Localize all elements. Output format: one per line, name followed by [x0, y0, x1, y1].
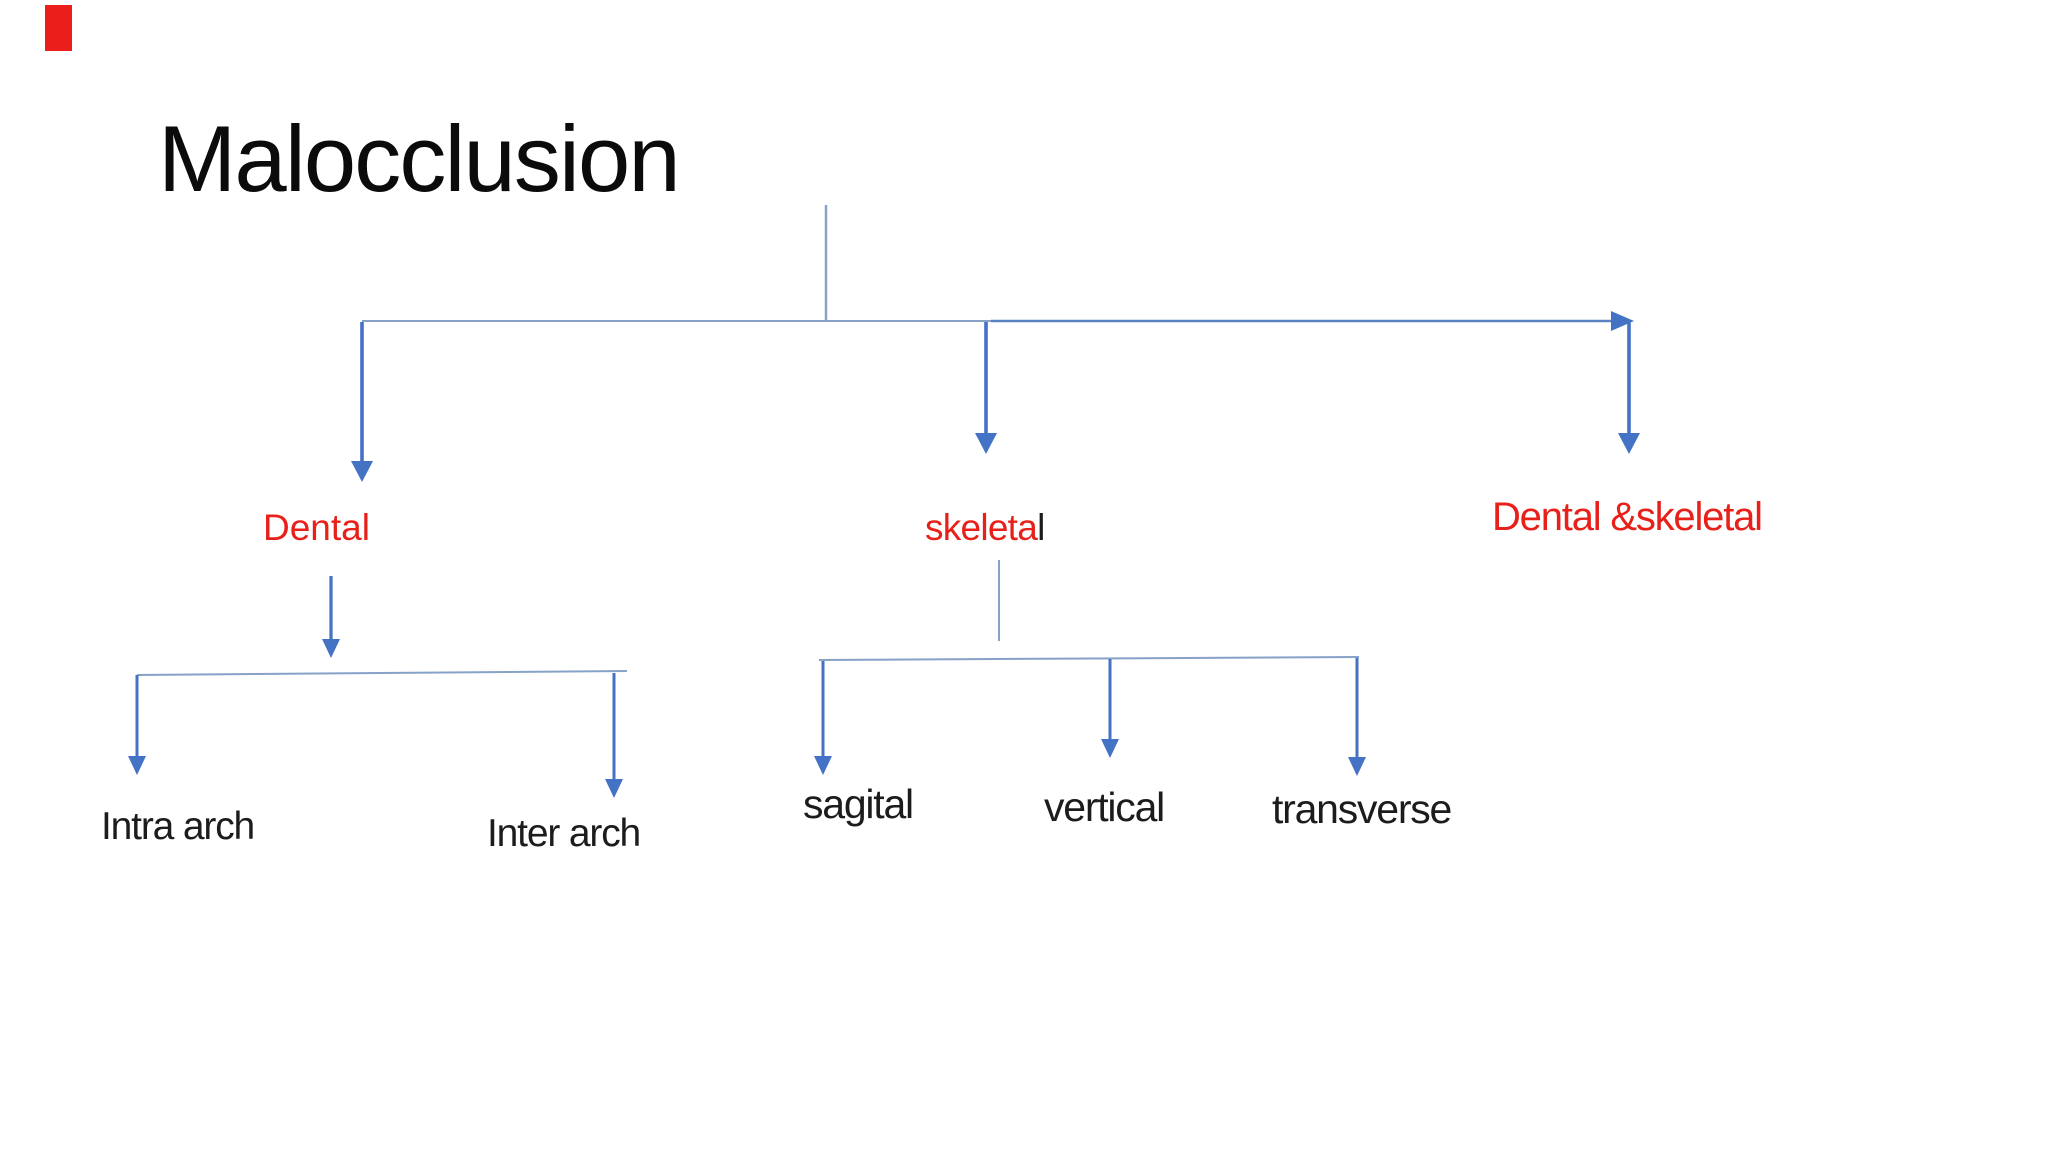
dental-skeletal-branch-arrowhead	[1618, 433, 1640, 454]
dental-branch-arrowhead	[351, 461, 373, 482]
dental-subtree-horizontal	[136, 670, 628, 676]
node-label-skeletal: skeletal	[925, 509, 1045, 546]
skeletal-subtree-horizontal	[818, 656, 1360, 661]
vertical-arrowhead	[1101, 739, 1119, 758]
node-label-dental-and-skeletal: Dental &skeletal	[1492, 495, 1763, 539]
node-label-transverse: transverse	[1272, 786, 1452, 832]
node-label-sagital: sagital	[803, 781, 914, 827]
node-label-dental: Dental	[263, 507, 370, 548]
node-label-intra-arch: Intra arch	[101, 805, 255, 848]
node-label-skeletal-black-part: l	[1037, 507, 1045, 548]
skeletal-branch-arrowhead	[975, 433, 997, 454]
dental-down-arrowhead	[322, 639, 340, 658]
page-title: Malocclusion	[158, 106, 681, 211]
red-marker	[45, 5, 72, 51]
node-label-vertical: vertical	[1044, 784, 1165, 830]
node-label-inter-arch: Inter arch	[487, 812, 641, 855]
main-horizontal-right-arrowhead	[1611, 311, 1634, 331]
node-label-skeletal-red-part: skeleta	[925, 507, 1038, 548]
intra-arch-arrowhead	[128, 756, 146, 775]
inter-arch-arrowhead	[605, 779, 623, 798]
transverse-arrowhead	[1348, 757, 1366, 776]
sagital-arrowhead	[814, 756, 832, 775]
